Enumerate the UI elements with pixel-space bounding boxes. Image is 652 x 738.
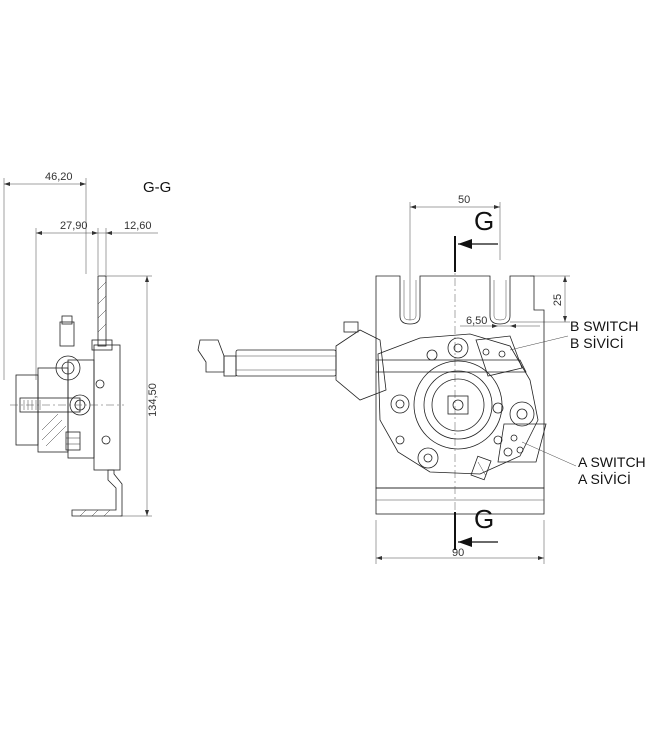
dim-small-offset-text: 6,50 xyxy=(466,315,487,327)
lever-arm xyxy=(197,321,387,401)
dim-top-span-text: 50 xyxy=(458,194,470,206)
side-body xyxy=(10,315,124,471)
dim-top-span: 50 xyxy=(409,194,501,320)
section-mark-bottom-text: G xyxy=(474,504,494,534)
dim-left-ab: 27,90 12,60 xyxy=(35,220,158,380)
section-mark-top-text: G xyxy=(474,206,494,236)
dim-slot-height: 25 xyxy=(510,275,570,323)
a-switch-block xyxy=(497,423,577,467)
dim-bottom-width-text: 90 xyxy=(452,547,464,559)
back-plate xyxy=(375,275,545,489)
callout-a-sivici: A SİVİCİ xyxy=(578,470,631,487)
section-mark-top: G xyxy=(454,206,498,272)
side-view: 46,20 27,90 12,60 134,50 xyxy=(3,171,171,517)
callout-a-switch: A SWITCH xyxy=(578,454,646,470)
dim-left-b-text: 12,60 xyxy=(124,220,152,232)
dim-left-width: 46,20 xyxy=(3,171,87,380)
dim-left-a-text: 27,90 xyxy=(60,220,88,232)
section-title: G-G xyxy=(143,179,171,196)
main-housing xyxy=(376,333,539,481)
dim-left-height: 134,50 xyxy=(104,275,159,517)
plate xyxy=(97,275,107,347)
base-plate xyxy=(375,487,545,515)
dim-left-width-text: 46,20 xyxy=(45,171,73,183)
b-switch-block xyxy=(475,335,569,377)
dim-small-offset: 6,50 xyxy=(460,315,540,328)
callout-b-sivici: B SİVİCİ xyxy=(570,334,624,351)
front-view: 50 25 6,50 90 xyxy=(197,194,646,564)
callout-b-switch: B SWITCH xyxy=(570,318,638,334)
dim-slot-height-text: 25 xyxy=(552,294,564,306)
bracket-foot xyxy=(71,469,123,517)
section-mark-bottom: G xyxy=(454,504,498,550)
dim-left-height-text: 134,50 xyxy=(147,383,159,417)
